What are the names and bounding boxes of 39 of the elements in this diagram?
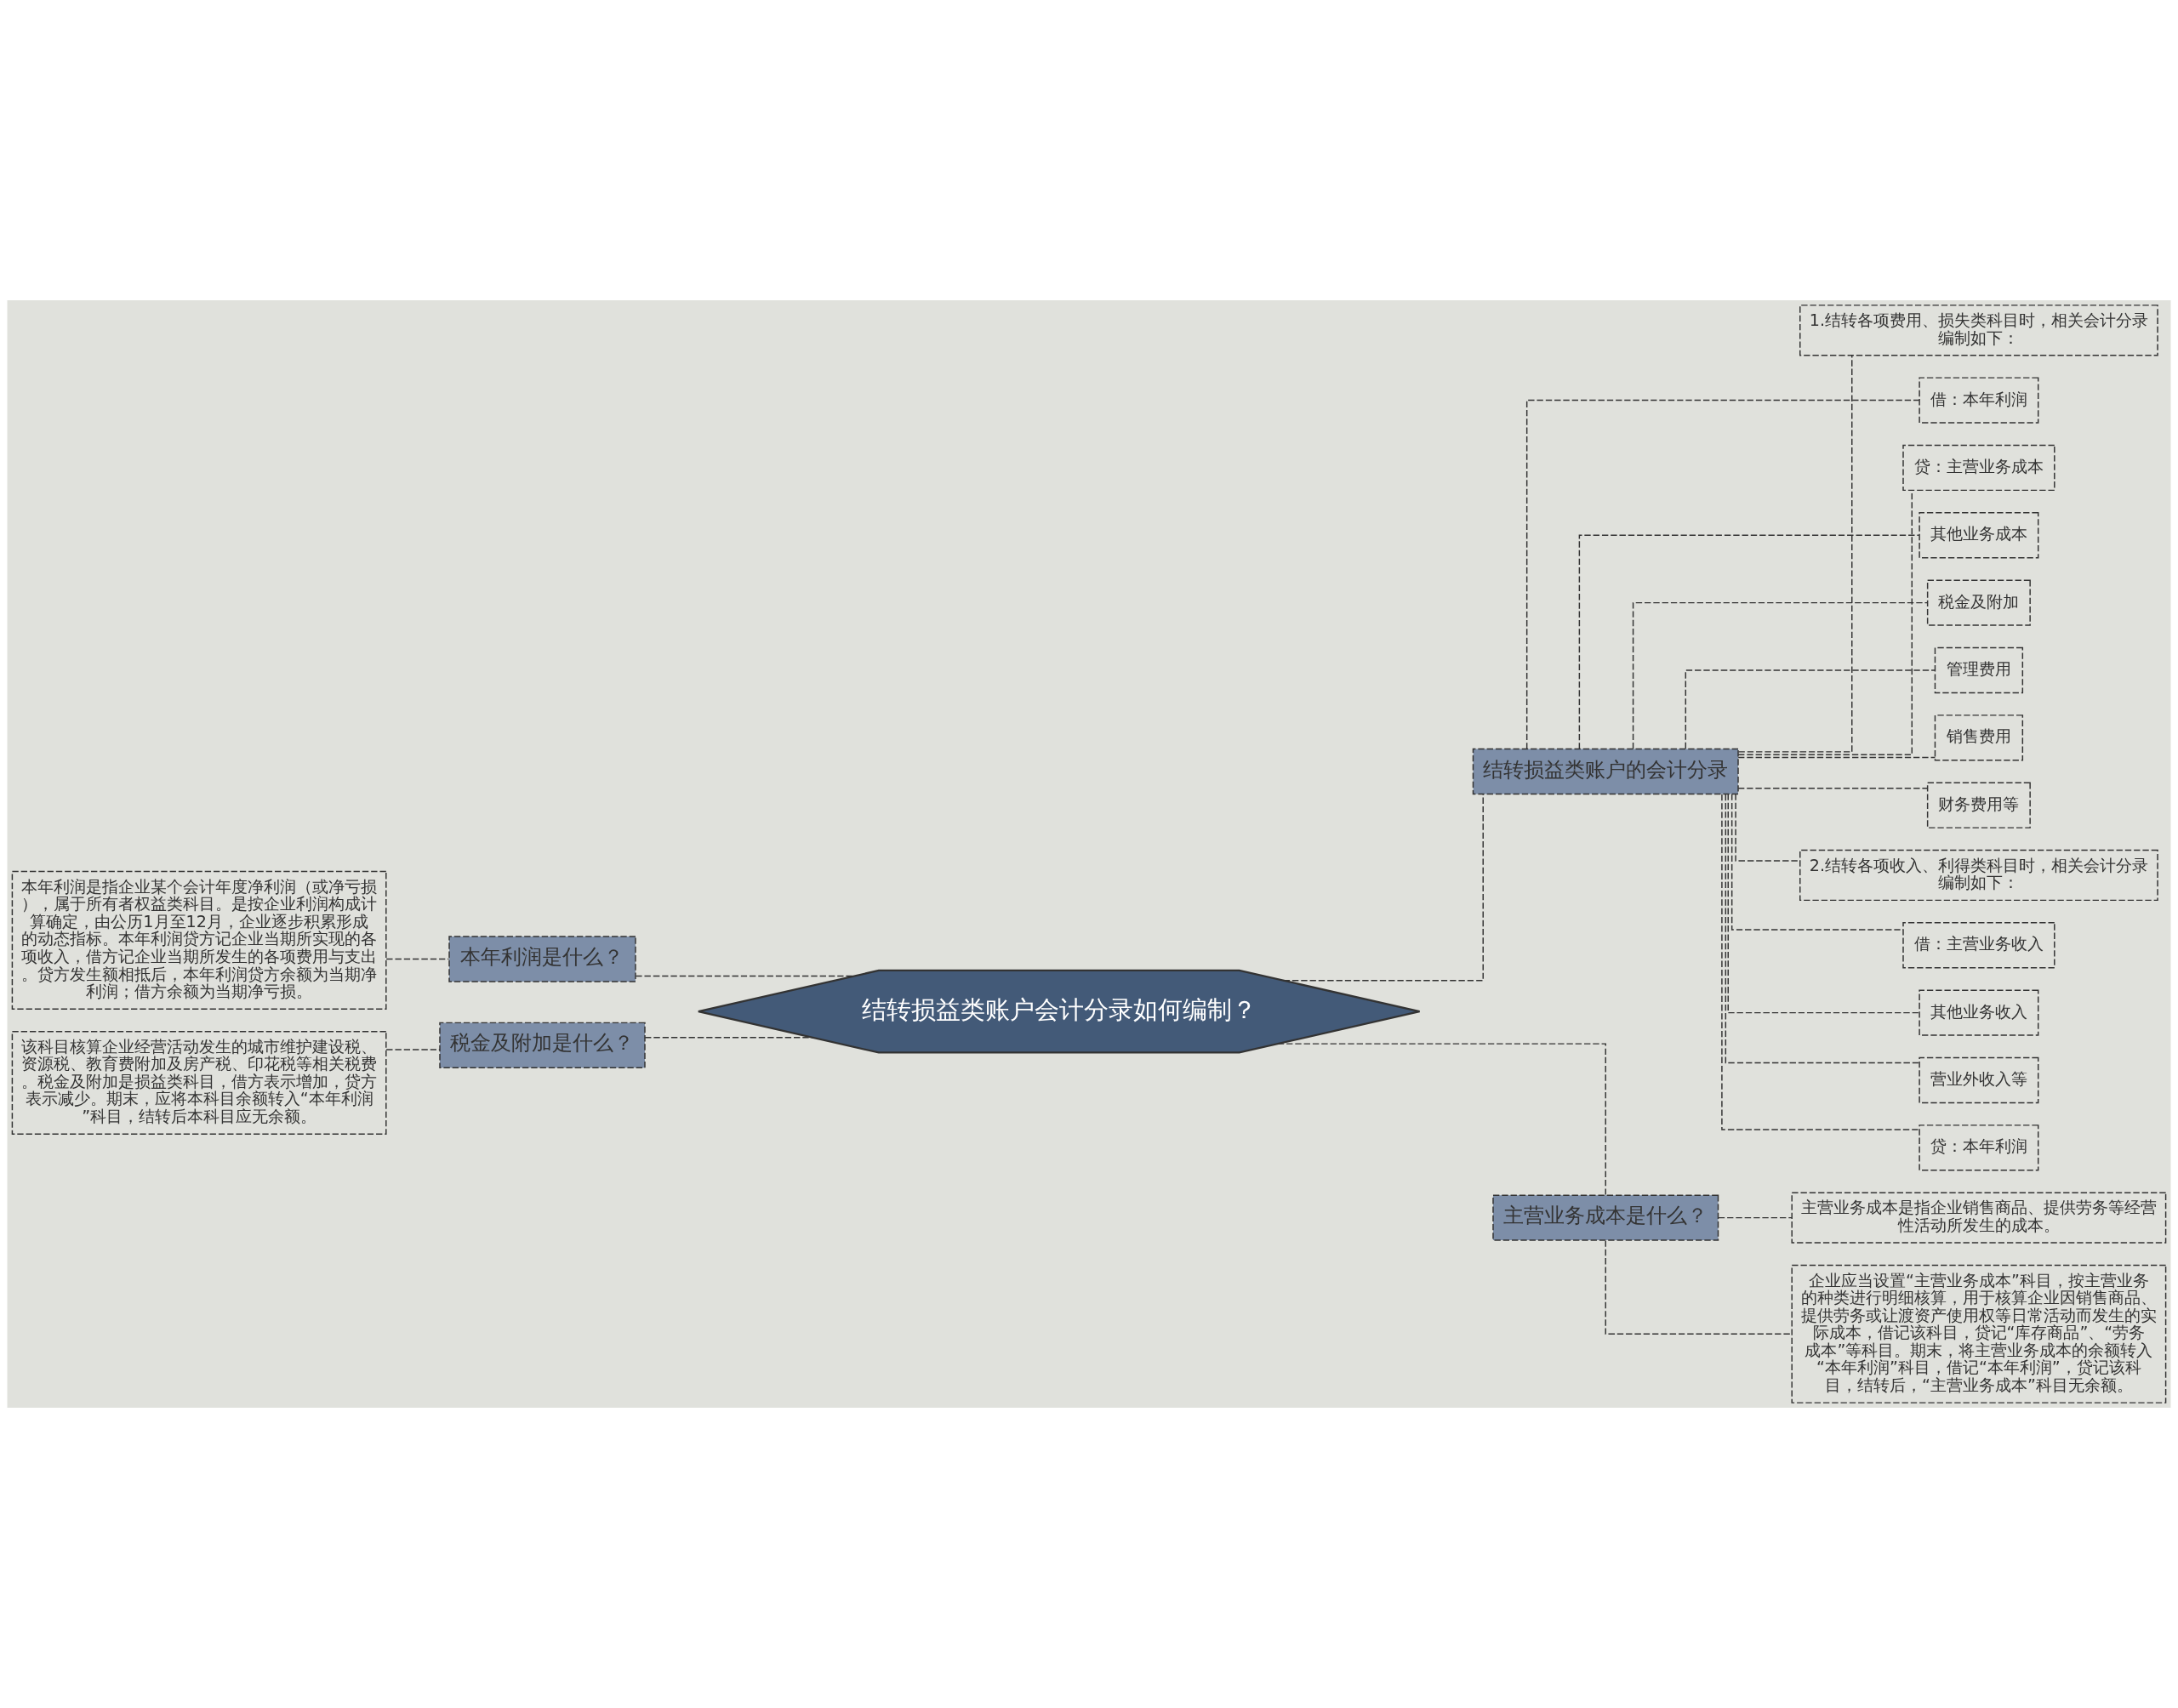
node-box: 营业外收入等	[1919, 1056, 2039, 1104]
connector	[1605, 1239, 1793, 1335]
node-box: 税金及附加是什么？	[439, 1022, 646, 1069]
node-box: 财务费用等	[1926, 782, 2031, 828]
connector	[1277, 1043, 1606, 1196]
connector	[1737, 756, 1936, 759]
connector	[1721, 794, 1920, 1130]
node-box: 企业应当设置“主营业务成本”科目，按主营业务的种类进行明细核算，用于核算企业因销售商品、提供劳务或让渡资产使用权等日常活动而发生的实际成本，借记该科目，贷记“库存商品”、“劳务成本”等科目。期末，将主营业务成本的余额转入“本年利润”科目，借记“本年利润”，贷记该科目，结转后，“主营业务成本”科目无余额。	[1791, 1264, 2167, 1403]
node-box: 本年利润是什么？	[448, 936, 636, 982]
connector	[385, 958, 450, 960]
connector	[1632, 601, 1929, 749]
connector	[1725, 794, 1920, 1064]
connector	[1727, 793, 1920, 1014]
node-box: 税金及附加	[1926, 579, 2031, 626]
node-box: 1.结转各项费用、损失类科目时，相关会计分录编制如下：	[1799, 305, 2158, 356]
node-box: 贷：本年利润	[1919, 1124, 2039, 1171]
node-box: 销售费用	[1934, 715, 2024, 761]
connector	[1737, 355, 1853, 753]
node-box: 主营业务成本是什么？	[1492, 1194, 1719, 1241]
node-box: 管理费用	[1934, 646, 2024, 694]
node-box: 2.结转各项收入、利得类科目时，相关会计分录编制如下：	[1799, 849, 2158, 902]
node-box: 其他业务成本	[1919, 512, 2039, 559]
connector	[1685, 669, 1936, 749]
node-box: 本年利润是指企业某个会计年度净利润（或净亏损），属于所有者权益类科目。是按企业利润构成计算确定，由公历1月至12月，企业逐步积累形成的动态指标。本年利润贷方记企业当期所实现的各项收入，借方记企业当期所发生的各项费用与支出。贷方发生额相抵后，本年利润贷方余额为当期净利润；借方余额为当期净亏损。	[11, 870, 387, 1010]
node-box: 结转损益类账户的会计分录	[1472, 748, 1739, 795]
connector	[1578, 534, 1920, 750]
connector	[385, 1049, 441, 1050]
node-box: 借：主营业务收入	[1902, 922, 2055, 969]
connector	[1525, 399, 1920, 750]
node-box: 借：本年利润	[1919, 377, 2039, 424]
connector	[635, 975, 855, 977]
node-box: 该科目核算企业经营活动发生的城市维护建设税、资源税、教育费附加及房产税、印花税等相关税费。税金及附加是损益类科目，借方表示增加，贷方表示减少。期末，应将本科目余额转入“本年利润”科目，结转后本科目应无余额。	[11, 1030, 387, 1135]
connector	[644, 1037, 813, 1039]
connector	[1737, 788, 1929, 789]
node-box: 其他业务收入	[1919, 989, 2039, 1036]
connector	[1718, 1216, 1793, 1219]
node-box: 主营业务成本是指企业销售商品、提供劳务等经营性活动所发生的成本。	[1791, 1192, 2167, 1244]
node-box: 贷：主营业务成本	[1902, 444, 2055, 492]
connector	[1730, 793, 1904, 931]
